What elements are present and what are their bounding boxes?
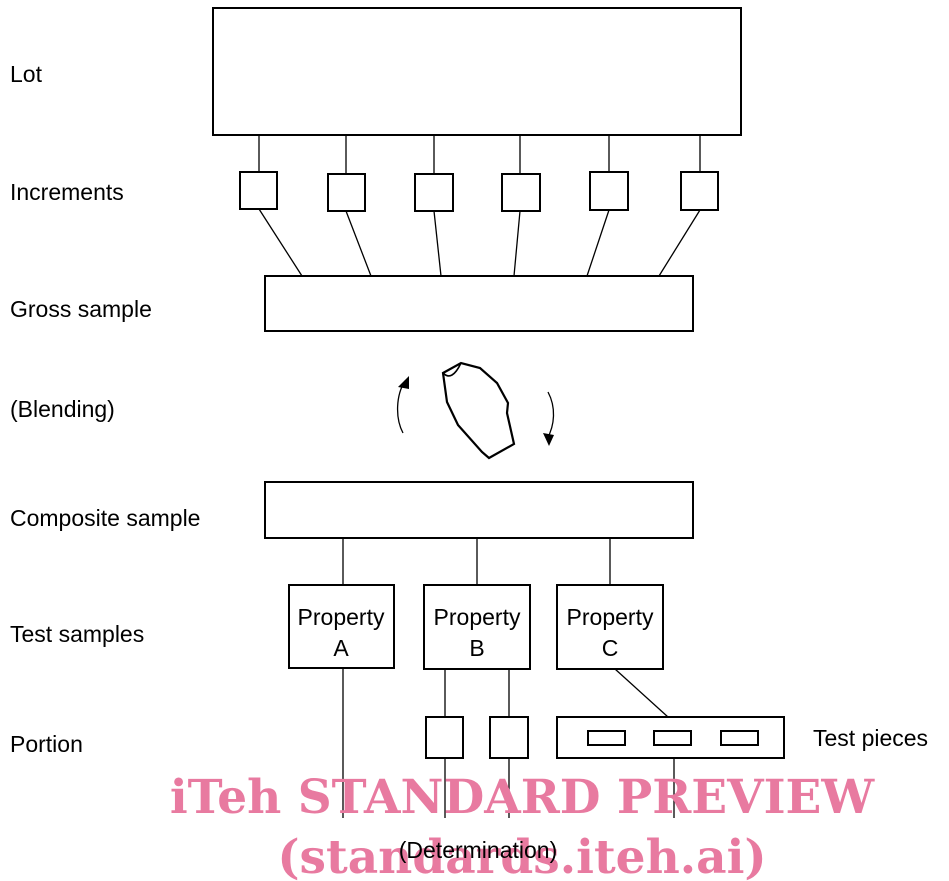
increments-label: Increments	[10, 179, 124, 205]
increment-box	[680, 171, 719, 211]
increment-box	[414, 173, 454, 212]
composite-to-property-connectors	[342, 538, 611, 585]
increment-box	[589, 171, 629, 211]
gross-sample-box	[264, 275, 694, 332]
rotation-arrow-down-icon	[543, 433, 554, 446]
property-c: Property C	[556, 584, 664, 670]
property-b-letter: B	[469, 635, 484, 661]
property-b-to-portion-connectors	[444, 669, 510, 717]
property-c-letter: C	[602, 635, 619, 661]
test-piece	[720, 730, 759, 746]
gross-sample-label: Gross sample	[10, 296, 152, 322]
increment-box	[501, 173, 541, 212]
portion-box	[425, 716, 464, 759]
watermark-line-2: (standards.iteh.ai)	[277, 830, 766, 881]
rotation-arrow-up-icon	[398, 376, 409, 389]
property-a: Property A	[288, 584, 395, 669]
portion-determination-lines	[444, 758, 510, 818]
lot-to-increment-connectors	[258, 135, 701, 174]
property-b: Property B	[423, 584, 531, 670]
increment-boxes	[239, 171, 719, 212]
test-samples-label: Test samples	[10, 621, 144, 647]
lot-label: Lot	[10, 61, 43, 87]
test-piece	[587, 730, 626, 746]
property-b-title: Property	[434, 604, 521, 630]
increment-box	[327, 173, 366, 212]
portion-box	[489, 716, 529, 759]
blender-icon	[396, 361, 555, 460]
property-c-title: Property	[567, 604, 654, 630]
property-a-title: Property	[298, 604, 385, 630]
blending-label: (Blending)	[10, 396, 115, 422]
property-c-box	[556, 584, 664, 670]
test-piece-items	[587, 730, 759, 746]
composite-sample-label: Composite sample	[10, 505, 200, 531]
composite-sample-box	[264, 481, 694, 539]
determination-label: (Determination)	[399, 837, 558, 863]
lot-box	[212, 7, 742, 136]
test-pieces-label: Test pieces	[813, 725, 928, 751]
test-piece	[653, 730, 692, 746]
increment-box	[239, 171, 278, 210]
increment-to-gross-connectors	[258, 208, 701, 277]
property-a-box	[288, 584, 395, 669]
property-c-to-test-pieces-line	[614, 668, 669, 718]
property-b-box	[423, 584, 531, 670]
watermark-line-1: iTeh STANDARD PREVIEW	[170, 770, 876, 825]
portion-label: Portion	[10, 731, 83, 757]
property-a-letter: A	[333, 635, 349, 661]
